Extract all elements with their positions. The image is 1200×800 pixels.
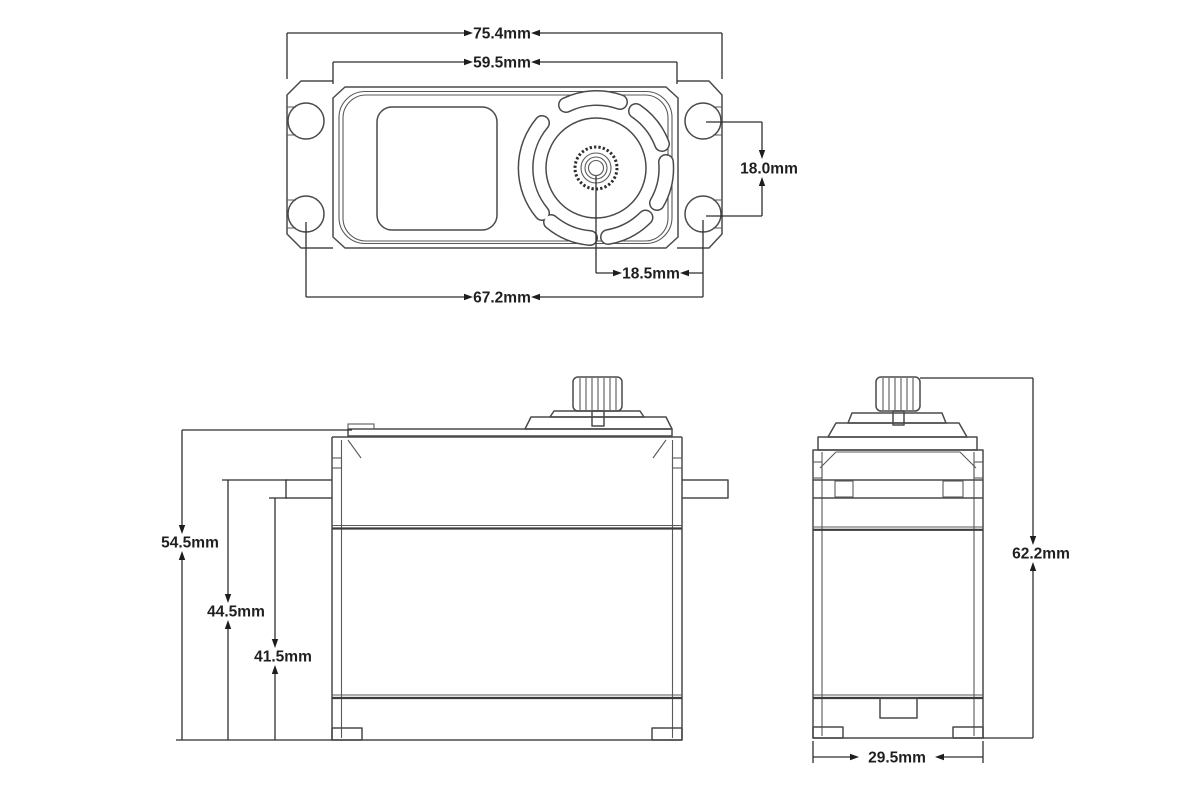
dim-body-width-label: 29.5mm: [868, 750, 926, 767]
dim-hole-span: 67.2mm: [305, 222, 703, 307]
spline-shaft: [549, 376, 645, 427]
cap-base-band: [817, 436, 978, 451]
dim-tab-hole-pitch-label: 18.0mm: [740, 161, 798, 178]
dim-height-overall-label: 54.5mm: [161, 535, 219, 552]
dim-shaft-to-hole: 18.5mm: [595, 176, 704, 297]
dim-height-flange-bottom: 41.5mm: [254, 497, 312, 740]
bottom-foot: [952, 726, 984, 739]
dim-height-flange-bottom-label: 41.5mm: [254, 649, 312, 666]
bottom-connector: [879, 697, 918, 719]
dim-body-width: 29.5mm: [812, 741, 984, 767]
dim-overall-width-label: 75.4mm: [473, 26, 531, 43]
dim-total-height: 62.2mm: [920, 377, 1070, 739]
top-cap: [524, 416, 673, 430]
side-view: 54.5mm 44.5mm 41.5mm: [161, 376, 729, 741]
top-view-drawing: [286, 80, 723, 249]
dim-height-flange-top: 44.5mm: [207, 479, 287, 740]
top-plate: [347, 428, 673, 437]
servo-body-side: [285, 436, 729, 741]
mount-hole: [287, 102, 325, 140]
left-flange: [285, 479, 333, 499]
bottom-foot: [812, 726, 844, 739]
right-flange: [681, 479, 729, 499]
servo-body-end: [812, 449, 984, 739]
spline-shaft-end: [847, 376, 947, 426]
dim-total-height-label: 62.2mm: [1012, 546, 1070, 563]
flange-hole: [942, 480, 964, 498]
right-mounting-tab: [677, 80, 723, 249]
case-label-panel: [376, 106, 498, 231]
dim-overall-width: 75.4mm: [286, 26, 723, 79]
dim-case-width: 59.5mm: [332, 55, 678, 84]
left-mounting-tab: [286, 80, 333, 249]
dim-hole-span-label: 67.2mm: [473, 290, 531, 307]
dim-height-flange-top-label: 44.5mm: [207, 604, 265, 621]
mount-hole: [684, 102, 722, 140]
flange-hole: [834, 480, 854, 498]
dim-shaft-to-hole-label: 18.5mm: [622, 266, 680, 283]
end-view-drawing: [812, 376, 984, 739]
flange-band: [813, 479, 983, 499]
bottom-foot: [331, 727, 363, 741]
dim-case-width-label: 59.5mm: [473, 55, 531, 72]
top-view: 75.4mm 59.5mm 18.0mm 18.5mm 67.2mm: [286, 26, 798, 307]
side-view-drawing: [285, 376, 729, 741]
dim-height-overall: 54.5mm: [161, 429, 352, 741]
end-view: 62.2mm 29.5mm: [812, 376, 1070, 767]
dim-tab-hole-pitch: 18.0mm: [706, 121, 798, 217]
bottom-foot: [651, 727, 683, 741]
